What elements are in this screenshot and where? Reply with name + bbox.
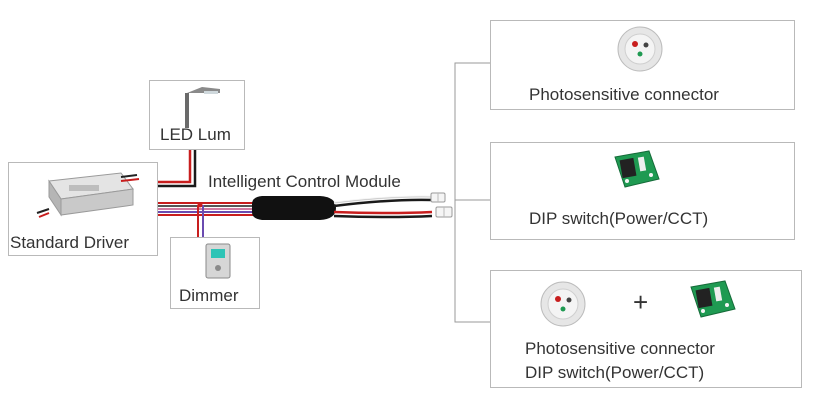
dip-switch-icon [690,280,736,318]
plug-connector-icon [430,192,453,218]
bracket-top [454,62,490,323]
combo-label-line1: Photosensitive connector [525,339,715,358]
driver-to-module-wires [157,202,258,216]
photosensitive-box: Photosensitive connector [490,20,795,110]
dimmer-label: Dimmer [179,286,239,305]
plus-sign: + [633,287,649,317]
street-lamp-icon [185,87,220,128]
dimmer-wires [197,202,204,238]
dip-switch-icon [614,150,660,188]
dimmer-icon [205,243,231,279]
photosensor-icon [540,281,586,327]
control-module-label: Intelligent Control Module [208,172,401,191]
dip-switch-box: DIP switch(Power/CCT) [490,142,795,240]
combo-label-line2: DIP switch(Power/CCT) [525,363,705,382]
led-lum-label: LED Lum [160,125,231,144]
standard-driver-label: Standard Driver [10,233,130,252]
driver-icon [36,172,140,218]
module-to-connector-wires [333,195,433,219]
combo-icons [540,280,736,327]
led-lum-box: LED Lum [149,80,245,150]
dip-switch-label: DIP switch(Power/CCT) [529,209,709,228]
photosensor-icon [617,26,663,72]
driver-to-led-wires [157,150,197,188]
standard-driver-box: Standard Driver [8,162,158,256]
control-module-body [252,196,336,220]
photosensitive-label: Photosensitive connector [529,85,719,104]
combo-box: + Photosensitive connector DIP switch(Po… [490,270,802,388]
dimmer-box: Dimmer [170,237,260,309]
